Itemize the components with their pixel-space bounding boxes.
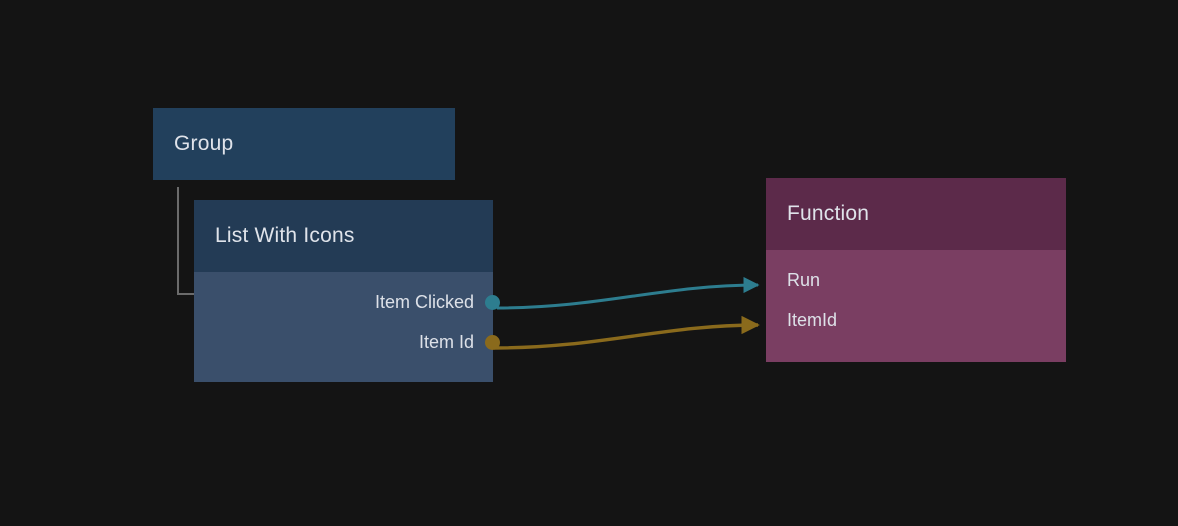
- node-group-title: Group: [174, 132, 234, 155]
- node-group-header[interactable]: Group: [153, 108, 455, 180]
- node-list-with-icons-body: Item Clicked Item Id: [194, 272, 500, 382]
- node-list-with-icons[interactable]: List With Icons Item Clicked Item Id: [194, 200, 500, 382]
- port-label-item-clicked: Item Clicked: [374, 291, 474, 312]
- node-function-header[interactable]: Function: [766, 178, 1066, 250]
- port-row-itemid[interactable]: ItemId: [766, 300, 1066, 340]
- node-list-with-icons-title: List With Icons: [215, 224, 355, 247]
- node-function[interactable]: Function Run ItemId: [766, 178, 1066, 362]
- port-row-run[interactable]: Run: [766, 260, 1066, 300]
- group-child-bracket: [177, 187, 198, 295]
- port-label-run: Run: [787, 269, 821, 290]
- port-label-item-id: Item Id: [418, 331, 474, 352]
- node-group[interactable]: Group: [153, 108, 455, 180]
- port-label-itemid: ItemId: [787, 309, 838, 330]
- port-row-item-clicked[interactable]: Item Clicked: [194, 282, 500, 322]
- edge-item-clicked-to-run[interactable]: [496, 276, 760, 310]
- port-row-item-id[interactable]: Item Id: [194, 322, 500, 362]
- node-function-title: Function: [787, 202, 870, 225]
- port-dot-item-id[interactable]: [485, 334, 500, 350]
- port-dot-item-clicked[interactable]: [485, 294, 500, 310]
- node-list-with-icons-header[interactable]: List With Icons: [194, 200, 493, 272]
- edge-item-id-to-itemid[interactable]: [493, 315, 760, 350]
- node-function-body: Run ItemId: [766, 250, 1066, 362]
